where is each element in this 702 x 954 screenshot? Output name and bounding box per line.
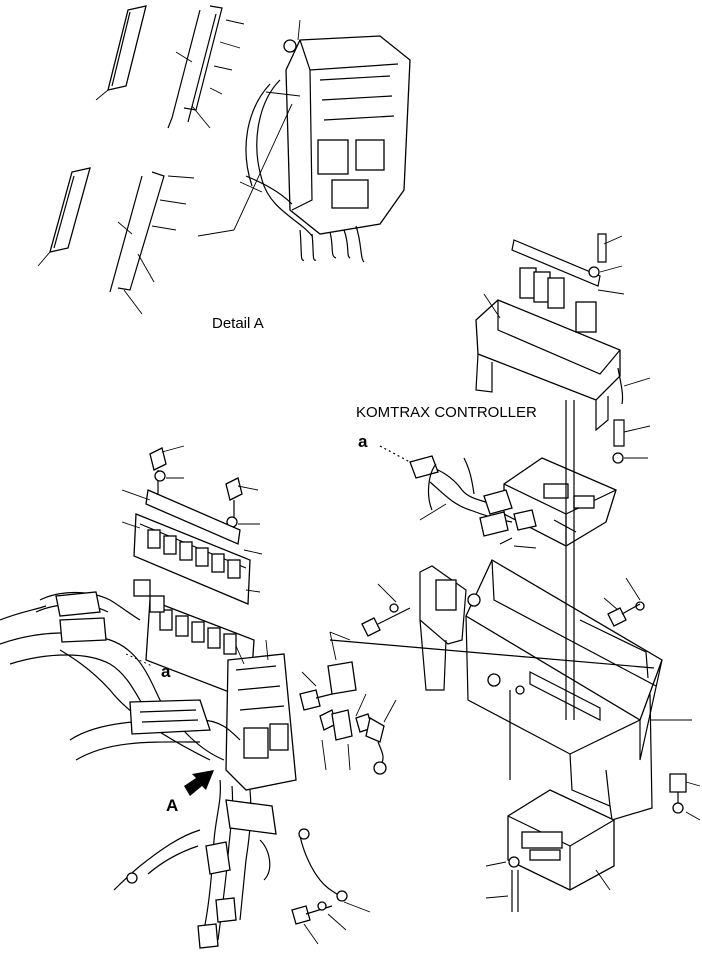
komtrax-controller-unit xyxy=(503,457,617,547)
komtrax-harness xyxy=(379,445,537,549)
plate-bolts xyxy=(361,583,641,637)
komtrax-controller-label: KOMTRAX CONTROLLER xyxy=(356,404,537,421)
relay-components xyxy=(299,631,397,775)
main-harness xyxy=(0,579,348,949)
fuse-row-lower xyxy=(109,171,195,315)
view-arrow-a-label: A xyxy=(166,796,179,815)
callout-a-lower: a xyxy=(161,662,171,681)
fuse-box-assembly xyxy=(121,445,297,791)
mounting-plate xyxy=(329,400,692,821)
detail-a-group xyxy=(37,5,411,315)
lower-controller-box xyxy=(485,773,701,912)
fuse-row-upper xyxy=(167,5,245,129)
fuse-box-detail xyxy=(197,19,411,263)
fuse-strip-cover-upper xyxy=(95,5,147,101)
lower-bolts xyxy=(291,901,371,945)
callout-a-upper: a xyxy=(358,432,368,451)
fuse-strip-cover-lower xyxy=(37,167,91,267)
komtrax-bracket xyxy=(475,233,651,464)
view-arrow-a xyxy=(184,770,214,796)
detail-a-label: Detail A xyxy=(212,315,264,332)
